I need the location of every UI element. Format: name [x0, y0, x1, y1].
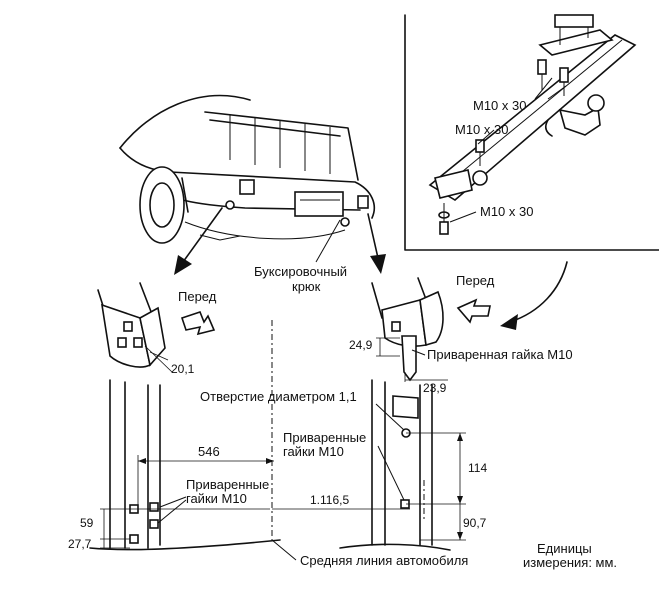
bolt-label-1: M10 x 30 [473, 98, 526, 113]
tow-bar-assembly [428, 14, 637, 235]
right-vertical-dims [406, 432, 466, 541]
dim-546-line [137, 455, 274, 505]
bolt-middle [475, 139, 485, 166]
welded-nuts-left-2: гайки М10 [186, 491, 247, 506]
dim-24-9: 24,9 [349, 338, 373, 352]
arrow-left-down [174, 207, 223, 275]
left-bracket [97, 282, 173, 373]
units-label-1: Единицы [537, 541, 592, 556]
welded-nuts-right-leader [377, 445, 405, 501]
bolt-top-1 [537, 59, 547, 90]
left-vertical-dims [100, 508, 270, 549]
tow-hook-leader [315, 219, 341, 263]
dim-546: 546 [198, 444, 220, 459]
hole-diameter-label: Отверстие диаметром 1,1 [200, 389, 357, 404]
front-label-right: Перед [456, 273, 495, 288]
centerline-leader [271, 539, 297, 561]
bolt-bottom [438, 203, 450, 235]
welded-nuts-left-leader-2 [157, 499, 187, 524]
tow-ball [544, 94, 605, 137]
front-arrow-right [456, 298, 491, 324]
dim-114: 114 [468, 461, 487, 475]
welded-nut-label: Приваренная гайка М10 [427, 347, 573, 362]
welded-nuts-left-1: Приваренные [186, 477, 269, 492]
tow-hook-label-1: Буксировочный [254, 264, 347, 279]
left-frame-rail [89, 379, 281, 551]
dim-90-7: 90,7 [463, 516, 487, 530]
units-label-2: измерения: мм. [523, 555, 617, 570]
tow-hook-label-2: крюк [292, 279, 321, 294]
dim-59: 59 [80, 516, 94, 530]
dim-23-9: 23,9 [423, 381, 447, 395]
dim-27-7: 27,7 [68, 537, 92, 551]
bolt-top-2 [559, 67, 569, 96]
centerline-label: Средняя линия автомобиля [300, 553, 468, 568]
welded-nut-leader [411, 349, 426, 356]
car-rear [119, 94, 376, 244]
hole-diameter-leader [375, 403, 405, 431]
right-frame-rail [339, 379, 451, 551]
welded-nuts-right-2: гайки М10 [283, 444, 344, 459]
front-arrow-left [180, 311, 216, 336]
dim-20-1: 20,1 [171, 362, 195, 376]
arrow-right-down [367, 213, 386, 274]
welded-nuts-left-leader-1 [159, 496, 187, 508]
curved-arrow-right [500, 261, 568, 330]
front-label-left: Перед [178, 289, 217, 304]
welded-nuts-right-1: Приваренные [283, 430, 366, 445]
inset-frame [404, 14, 659, 251]
bolt-label-3: M10 x 30 [480, 204, 533, 219]
right-bracket [371, 277, 448, 382]
dim-1116-5: 1.116,5 [310, 493, 349, 507]
bolt-label-2: M10 x 30 [455, 122, 508, 137]
